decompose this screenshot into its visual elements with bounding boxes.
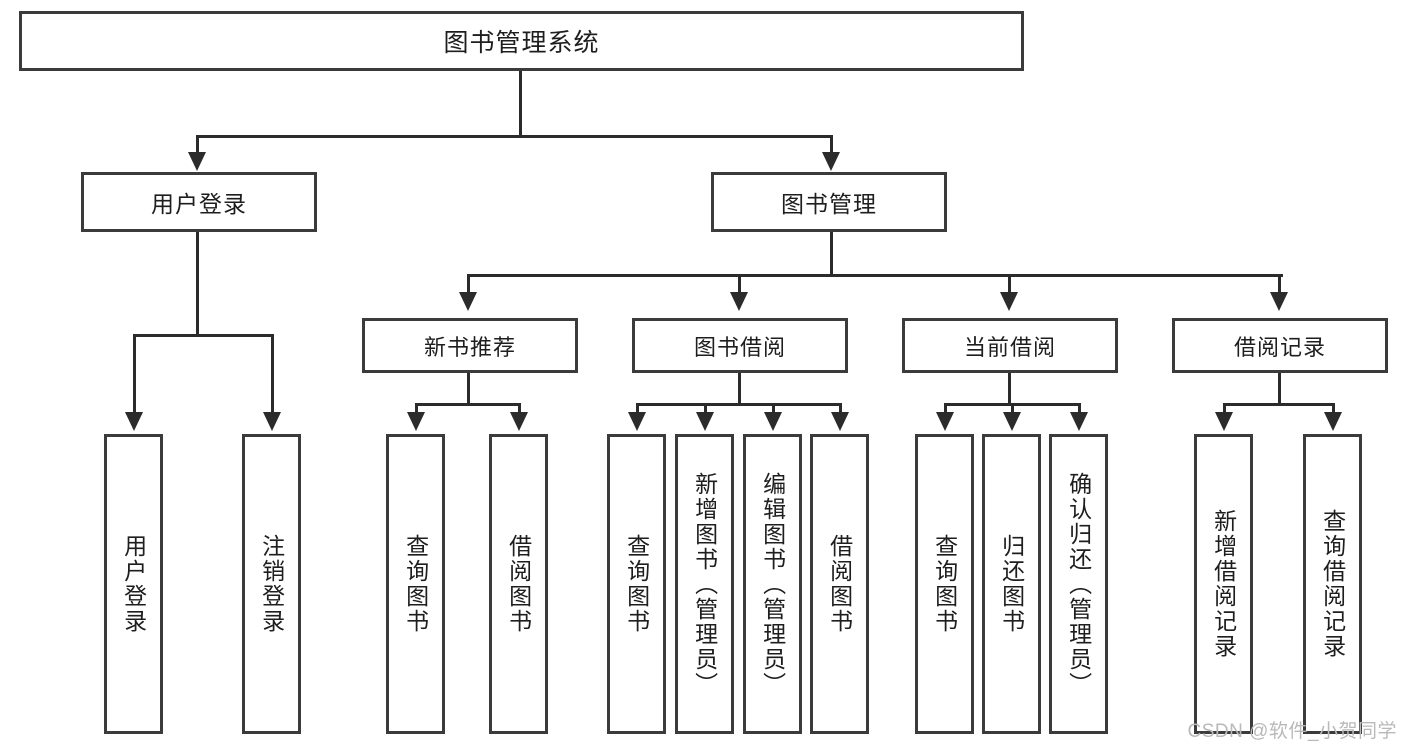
arrow-book-mgmt-child-1	[730, 292, 748, 311]
connector-root-to-book-mgmt	[830, 135, 833, 155]
connector-user-login-leaf-1	[271, 334, 274, 414]
arrow-current-borrow-leaf-2	[1070, 412, 1088, 431]
arrow-user-login-leaf-1	[263, 412, 281, 431]
arrow-root-to-book-mgmt	[822, 152, 840, 171]
connector-current-borrow-leaf-0	[944, 403, 947, 414]
arrow-borrow-record-leaf-0	[1215, 412, 1233, 431]
connector-user-login-bar	[133, 334, 274, 337]
connector-borrow-record-leaf-1	[1332, 403, 1335, 414]
arrow-book-mgmt-child-3	[1270, 292, 1288, 311]
connector-book-mgmt-child-1	[738, 274, 741, 294]
connector-user-login-leaf-0	[133, 334, 136, 414]
connector-book-borrow-leaf-3	[839, 403, 842, 414]
leaf-new-book-borrow-book[interactable]: 借阅图书	[489, 434, 548, 734]
arrow-book-borrow-leaf-2	[764, 412, 782, 431]
connector-current-borrow-leaf-2	[1078, 403, 1081, 414]
connector-new-book-leaf-1	[518, 403, 521, 414]
arrow-book-mgmt-child-2	[1000, 292, 1018, 311]
leaf-book-borrow-add-book-admin[interactable]: 新增图书（管理员）	[675, 434, 734, 734]
connector-book-mgmt-child-3	[1278, 274, 1281, 294]
node-book-borrow[interactable]: 图书借阅	[632, 318, 848, 373]
connector-root-bar	[196, 135, 833, 138]
arrow-root-to-user-login	[188, 152, 206, 171]
connector-current-borrow-leaf-1	[1011, 403, 1014, 414]
leaf-current-borrow-return-book[interactable]: 归还图书	[982, 434, 1041, 734]
leaf-book-borrow-edit-book-admin[interactable]: 编辑图书（管理员）	[743, 434, 802, 734]
connector-user-login-stem	[196, 232, 199, 337]
node-borrow-record[interactable]: 借阅记录	[1172, 318, 1388, 373]
leaf-current-borrow-query-book[interactable]: 查询图书	[915, 434, 974, 734]
node-book-management[interactable]: 图书管理	[711, 172, 947, 232]
leaf-user-login-logout[interactable]: 注销登录	[242, 434, 301, 734]
connector-root-to-user-login	[196, 135, 199, 155]
leaf-current-borrow-confirm-return-admin[interactable]: 确认归还（管理员）	[1049, 434, 1108, 734]
arrow-book-borrow-leaf-0	[628, 412, 646, 431]
connector-borrow-record-bar	[1223, 403, 1335, 406]
connector-root-stem	[519, 71, 522, 137]
connector-book-borrow-leaf-1	[704, 403, 707, 414]
connector-book-mgmt-bar	[467, 274, 1283, 277]
arrow-book-borrow-leaf-1	[696, 412, 714, 431]
connector-book-mgmt-stem	[830, 232, 833, 277]
node-user-login[interactable]: 用户登录	[81, 172, 317, 232]
connector-current-borrow-stem	[1008, 373, 1011, 406]
connector-book-mgmt-child-2	[1008, 274, 1011, 294]
connector-new-book-stem	[467, 373, 470, 406]
leaf-book-borrow-borrow-book[interactable]: 借阅图书	[810, 434, 869, 734]
leaf-new-book-query-book[interactable]: 查询图书	[386, 434, 445, 734]
connector-book-borrow-bar	[636, 403, 842, 406]
leaf-user-login-login[interactable]: 用户登录	[104, 434, 163, 734]
arrow-new-book-leaf-0	[407, 412, 425, 431]
arrow-book-borrow-leaf-3	[831, 412, 849, 431]
node-root-book-management-system[interactable]: 图书管理系统	[19, 11, 1024, 71]
connector-new-book-leaf-0	[415, 403, 418, 414]
arrow-book-mgmt-child-0	[459, 292, 477, 311]
arrow-current-borrow-leaf-0	[936, 412, 954, 431]
node-new-book-recommend[interactable]: 新书推荐	[362, 318, 578, 373]
connector-borrow-record-leaf-0	[1223, 403, 1226, 414]
connector-new-book-bar	[415, 403, 521, 406]
connector-book-mgmt-child-0	[467, 274, 470, 294]
node-current-borrow[interactable]: 当前借阅	[902, 318, 1118, 373]
connector-borrow-record-stem	[1278, 373, 1281, 406]
leaf-book-borrow-query-book[interactable]: 查询图书	[607, 434, 666, 734]
connector-book-borrow-leaf-2	[772, 403, 775, 414]
arrow-borrow-record-leaf-1	[1324, 412, 1342, 431]
leaf-borrow-record-add-record[interactable]: 新增借阅记录	[1194, 434, 1253, 734]
connector-book-borrow-leaf-0	[636, 403, 639, 414]
connector-book-borrow-stem	[738, 373, 741, 406]
arrow-new-book-leaf-1	[510, 412, 528, 431]
arrow-user-login-leaf-0	[125, 412, 143, 431]
leaf-borrow-record-query-record[interactable]: 查询借阅记录	[1303, 434, 1362, 734]
arrow-current-borrow-leaf-1	[1003, 412, 1021, 431]
